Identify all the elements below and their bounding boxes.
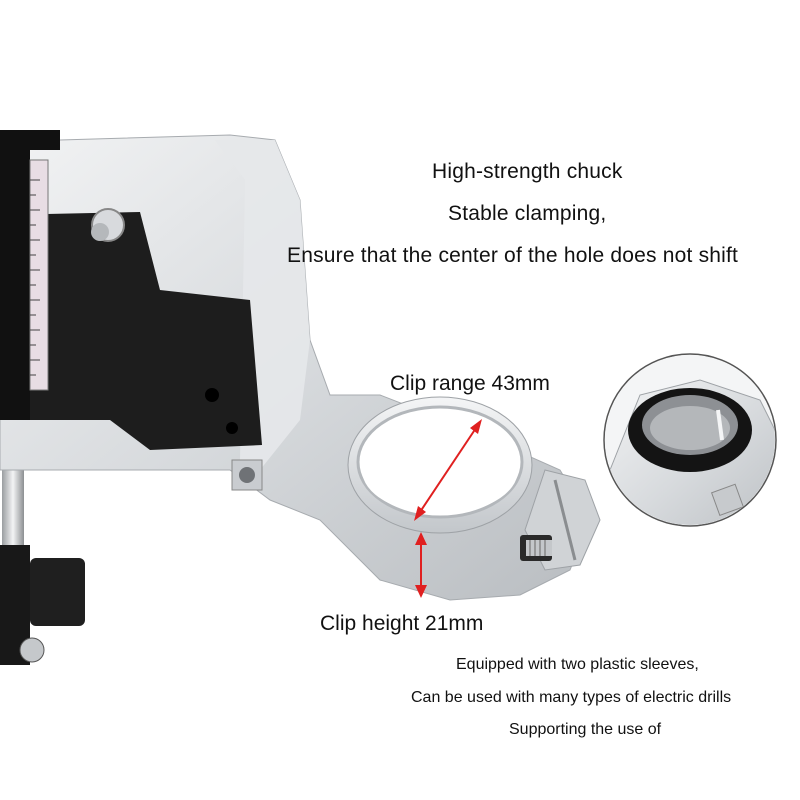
top-dark-block [0, 130, 60, 150]
note-line-3: Supporting the use of [509, 721, 662, 738]
hex-bolt-head [91, 223, 109, 241]
headline-line-2: Stable clamping, [448, 202, 607, 225]
housing-side [215, 140, 310, 470]
base-clamp-right [30, 558, 85, 626]
clamp-ring-inner [362, 426, 518, 514]
plate-hole [226, 422, 238, 434]
set-screw [239, 467, 255, 483]
headline-line-1: High-strength chuck [432, 160, 623, 183]
clip-range-label: Clip range 43mm [390, 372, 550, 395]
clamp-bolt [520, 535, 552, 561]
depth-rod [0, 140, 30, 420]
inset-sleeve-detail [603, 353, 777, 527]
base-clamp-screw [19, 637, 45, 663]
depth-ruler [29, 159, 49, 391]
ruler-ticks [30, 179, 40, 376]
plate-hole [205, 388, 219, 402]
clip-range-arrow [414, 419, 482, 521]
note-line-1: Equipped with two plastic sleeves, [456, 656, 699, 673]
clamp-gap [553, 479, 577, 561]
clip-height-label: Clip height 21mm [320, 612, 484, 635]
note-line-2: Can be used with many types of electric … [411, 689, 732, 706]
dark-plate [0, 212, 262, 450]
headline-line-3: Ensure that the center of the hole does … [287, 244, 739, 267]
clip-height-arrow [415, 532, 427, 598]
